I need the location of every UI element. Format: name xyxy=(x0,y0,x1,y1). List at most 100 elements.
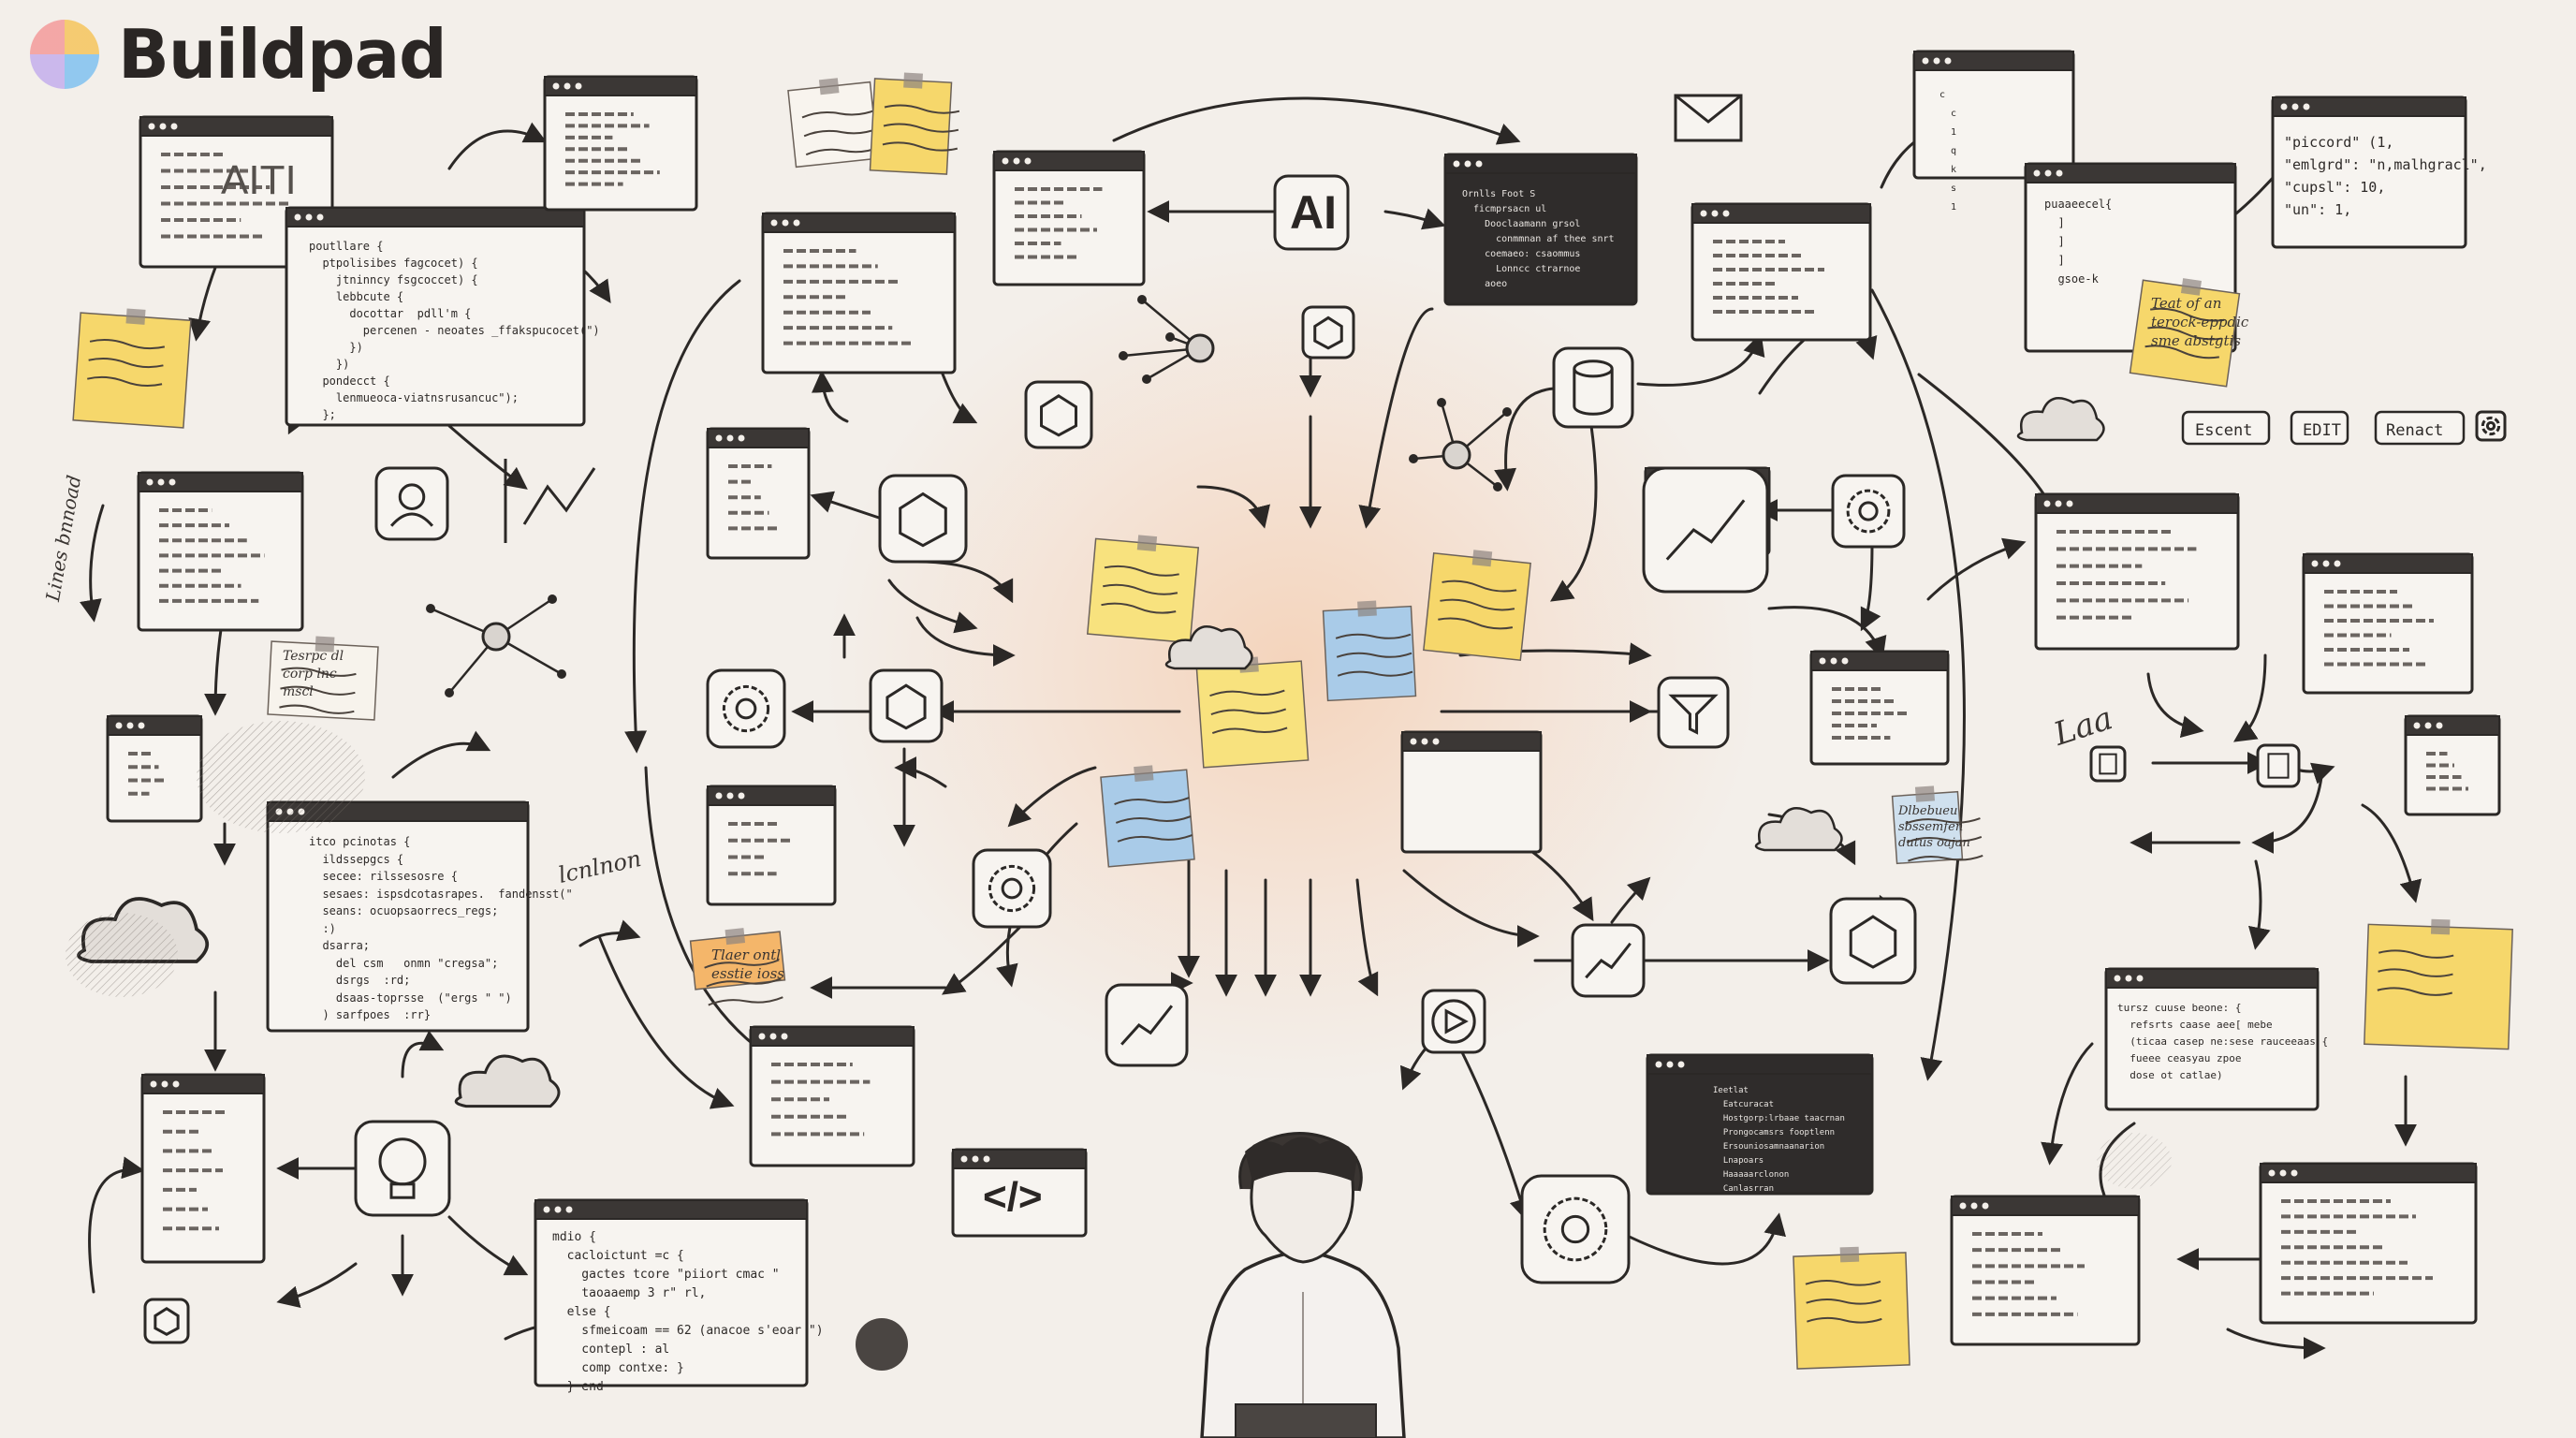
sticky-note xyxy=(1793,1246,1910,1370)
ai-box-label: AI xyxy=(1290,186,1337,239)
play-icon xyxy=(1421,989,1486,1054)
connector-arrow xyxy=(578,919,641,947)
hierarchy-icon xyxy=(878,474,968,564)
ai-sketch-label: AITI xyxy=(221,157,297,203)
person-figure xyxy=(1200,1132,1406,1438)
flow-tag xyxy=(2290,410,2349,446)
cube-icon xyxy=(869,668,944,743)
connector-arrow xyxy=(276,1262,358,1308)
document-icon xyxy=(2089,745,2127,783)
sketch-window xyxy=(2302,552,2474,695)
json-snippet: "piccord" (1, "emlgrd": "n,malhgracl", "… xyxy=(2284,134,2487,218)
ink-smudge xyxy=(66,913,178,997)
note-orange-text: Tlaer ontl esstie ioss xyxy=(711,946,784,982)
icon-boxes xyxy=(143,174,2507,1344)
cloud-icon xyxy=(2016,397,2105,442)
connector-arrow xyxy=(80,504,105,623)
person-hair-top xyxy=(1245,1137,1357,1181)
connector-arrow xyxy=(88,1156,145,1294)
connector-arrow xyxy=(2361,803,2422,903)
sketch-window xyxy=(1690,202,1872,342)
connector-arrow xyxy=(894,756,947,788)
connector-arrow xyxy=(811,370,849,423)
sticky-note xyxy=(2129,278,2241,388)
sketch-window xyxy=(534,1198,809,1387)
sticky-note xyxy=(787,78,882,169)
sticky-note xyxy=(72,308,192,429)
connector-arrow xyxy=(1610,876,1651,924)
connector-arrow xyxy=(1007,766,1097,828)
connector-arrow xyxy=(887,579,978,634)
sticky-note xyxy=(1100,765,1195,868)
connector-arrow xyxy=(401,1030,445,1078)
cloud-icon xyxy=(1754,807,1843,852)
sticky-notes xyxy=(72,72,2513,1370)
sketch-window xyxy=(2404,714,2501,816)
connector-arrow xyxy=(2251,775,2323,854)
connector-arrow xyxy=(1870,288,1966,1081)
connector-arrow xyxy=(597,934,735,1109)
sketch-window xyxy=(2034,492,2240,651)
connector-arrow xyxy=(2226,1328,2326,1359)
connector-arrow xyxy=(1550,424,1598,602)
connector-arrow xyxy=(447,424,528,490)
code-snippet-top-right: c c 1 q k s 1 xyxy=(1939,90,1957,213)
chart-icon xyxy=(1571,923,1646,998)
person-belt xyxy=(1235,1403,1377,1438)
sketch-window xyxy=(1912,50,2075,180)
connector-arrow xyxy=(1636,332,1765,387)
code-snippet-right: tursz cuuse beone: { refsrts caase aee[ … xyxy=(2117,1002,2329,1081)
sketch-window xyxy=(1443,153,1638,306)
sticky-note xyxy=(2364,918,2513,1050)
note-top-center-text: Teat of an terock-eppdic sme abstgtis xyxy=(2151,295,2249,349)
mail-icon xyxy=(1674,94,1743,142)
person-head xyxy=(1250,1171,1354,1264)
note-blue-right-text: Dlbebueu sbssemfen dutus oajan xyxy=(1898,804,1970,850)
sticky-note xyxy=(1891,785,1983,865)
connector-arrow xyxy=(2146,672,2204,738)
sticky-note xyxy=(869,72,960,175)
connector-arrow xyxy=(2247,859,2271,950)
connector-arrow xyxy=(447,1215,529,1276)
code-snippet-top-right-overlay: puaaeecel{ ] ] ] gsoe-k xyxy=(2044,198,2113,286)
connector-arrow xyxy=(1767,606,1887,660)
buildpad-logo-icon xyxy=(30,20,99,89)
lightbulb-icon xyxy=(354,1120,451,1217)
gear-icon xyxy=(2475,410,2507,442)
sketch-window xyxy=(139,115,334,269)
sketch-window xyxy=(2104,967,2320,1111)
database-icon xyxy=(1552,346,1634,429)
tag-escent: Escent xyxy=(2195,421,2253,440)
flow-tag xyxy=(2181,410,2271,446)
code-snippet-dark-top: Ornlls Foot S ficmprsacn ul Dooclaamann … xyxy=(1462,189,1615,289)
connector-arrow xyxy=(1860,541,1881,632)
connector-arrow xyxy=(1196,485,1270,529)
sketch-window xyxy=(1646,1053,1874,1196)
openai-knot-icon xyxy=(1831,474,1906,549)
network-node-icon xyxy=(1409,398,1512,492)
line-chart-sketch xyxy=(522,467,596,525)
sketch-window xyxy=(543,75,698,212)
filter-icon xyxy=(1657,676,1730,749)
cloud-icon xyxy=(454,1054,561,1108)
sketch-window xyxy=(951,1148,1088,1238)
connector-arrow xyxy=(1458,1047,1531,1222)
sketch-windows xyxy=(106,50,2501,1387)
sketch-window xyxy=(1400,730,1543,854)
scrawl-sketch-note: Tesrpc dl corp lnc mscl xyxy=(283,649,344,699)
network-node-icon xyxy=(143,1298,190,1344)
cube-icon xyxy=(1301,305,1355,360)
sticky-note xyxy=(689,928,786,1006)
connector-arrow xyxy=(624,279,741,754)
ink-smudge xyxy=(197,721,365,833)
sketch-window xyxy=(992,150,1146,286)
ink-dot xyxy=(856,1318,908,1371)
tag-renact: Renact xyxy=(2386,421,2444,440)
flow-tag xyxy=(2374,410,2466,446)
tag-edit: EDIT xyxy=(2303,421,2341,440)
connector-arrow xyxy=(447,122,548,170)
connector-arrow xyxy=(915,560,1014,604)
connector-arrow xyxy=(1112,96,1521,145)
document-icon xyxy=(2256,743,2301,788)
connector-arrow xyxy=(915,616,1016,667)
